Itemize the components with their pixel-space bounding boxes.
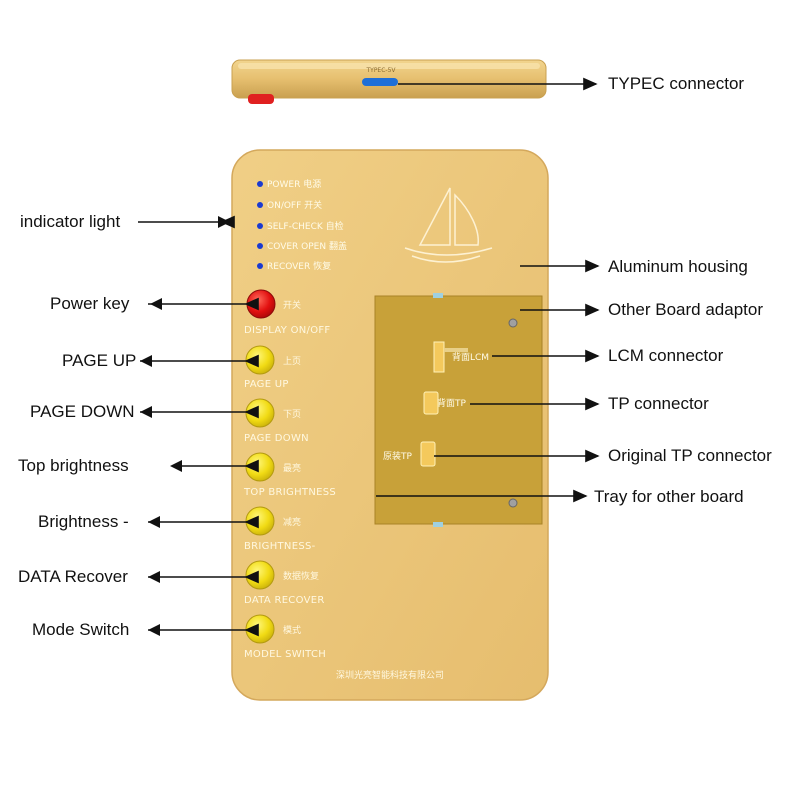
other-board-adaptor-label: Other Board adaptor [608, 300, 763, 319]
indicator-light-label: indicator light [20, 212, 121, 231]
lcm-connector: 背面LCM [433, 341, 489, 373]
brightness-minus-button-zh: 减亮 [283, 516, 301, 528]
mode-switch-label: Mode Switch [32, 620, 130, 639]
page-up-label: PAGE UP [62, 351, 137, 370]
top-red-button [248, 94, 274, 104]
indicator-label: RECOVER 恢复 [267, 260, 331, 272]
page-up-button-zh: 上页 [283, 356, 301, 367]
top-port-label: TYPEC-5V [365, 67, 396, 74]
indicator-label: COVER OPEN 翻盖 [267, 240, 347, 252]
indicator-panel: POWER 电源 ON/OFF 开关 SELF-CHECK 自检 COVER O… [257, 178, 347, 272]
model-switch-button-zh: 模式 [283, 624, 301, 636]
power-button-label: DISPLAY ON/OFF [244, 325, 330, 336]
lcm-connector-callout: LCM connector [608, 346, 724, 365]
top-brightness-button-zh: 最亮 [283, 462, 301, 474]
aluminum-housing-label: Aluminum housing [608, 257, 748, 276]
brightness-minus-button-label: BRIGHTNESS- [244, 541, 316, 552]
typec-port [362, 78, 398, 86]
tp-connector-label: 背面TP [437, 397, 466, 409]
indicator-label: POWER 电源 [267, 178, 321, 190]
typec-connector-label: TYPEC connector [608, 74, 745, 93]
power-key-label: Power key [50, 294, 130, 313]
data-recover-button-label: DATA RECOVER [244, 595, 325, 606]
device-top-view: TYPEC-5V [231, 59, 547, 104]
brightness-minus-label: Brightness - [38, 512, 129, 531]
page-down-button-zh: 下页 [283, 409, 301, 420]
top-brightness-button-label: TOP BRIGHTNESS [243, 487, 336, 498]
page-down-button-label: PAGE DOWN [244, 433, 309, 444]
board-tray [374, 293, 543, 527]
indicator-label: SELF-CHECK 自检 [267, 220, 344, 232]
original-tp-connector-callout: Original TP connector [608, 446, 772, 465]
left-arrowheads [140, 216, 230, 636]
power-button[interactable]: 开关 DISPLAY ON/OFF [244, 289, 330, 336]
data-recover-label: DATA Recover [18, 567, 128, 586]
original-tp-connector: 原装TP [383, 441, 436, 467]
tp-connector: 背面TP [423, 391, 466, 415]
tp-connector-callout: TP connector [608, 394, 709, 413]
power-button-zh: 开关 [283, 299, 301, 311]
top-brightness-label: Top brightness [18, 456, 129, 475]
lcm-connector-label: 背面LCM [452, 351, 489, 363]
sailboat-logo [404, 187, 493, 263]
page-down-label: PAGE DOWN [30, 402, 135, 421]
indicator-label: ON/OFF 开关 [267, 199, 322, 211]
data-recover-button-zh: 数据恢复 [283, 570, 319, 582]
original-tp-connector-label: 原装TP [383, 450, 412, 462]
tray-label: Tray for other board [594, 487, 744, 506]
page-up-button-label: PAGE UP [244, 379, 289, 390]
model-switch-button-label: MODEL SWITCH [244, 649, 326, 660]
company-name: 深圳光亮智能科技有限公司 [336, 669, 444, 681]
callout-lines [138, 77, 600, 637]
